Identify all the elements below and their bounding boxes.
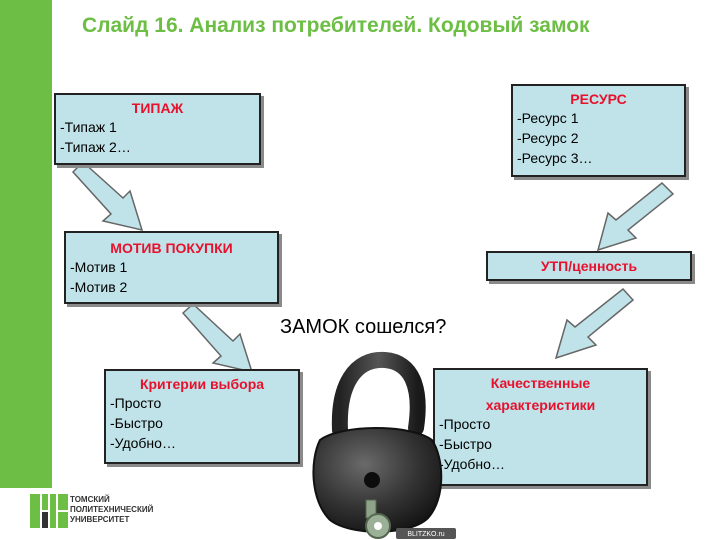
box-tipazh-item: -Типаж 1 xyxy=(60,119,117,135)
box-kachestvo-head-line1: Качественные xyxy=(490,375,591,391)
arrow-tipazh-to-motiv xyxy=(71,160,144,232)
box-kachestvo-head-line2: характеристики xyxy=(485,397,596,413)
box-kriterii-item: -Просто xyxy=(110,395,162,411)
box-resurs-item: -Ресурс 1 xyxy=(517,110,579,126)
box-utp-head: УТП/ценность xyxy=(540,258,638,274)
box-resurs-item: -Ресурс 2 xyxy=(517,130,579,146)
padlock-icon: BLITZKO.ru xyxy=(312,351,456,539)
university-logo-text: ТОМСКИЙ ПОЛИТЕХНИЧЕСКИЙ УНИВЕРСИТЕТ xyxy=(70,495,153,525)
box-tipazh: ТИПАЖ -Типаж 1 -Типаж 2… xyxy=(54,93,261,165)
box-tipazh-head: ТИПАЖ xyxy=(131,100,184,116)
question-text: ЗАМОК сошелся? xyxy=(280,316,447,338)
slide-title: Слайд 16. Анализ потребителей. Кодовый з… xyxy=(82,14,590,37)
watermark-text: BLITZKO.ru xyxy=(407,531,444,538)
box-kriterii-item: -Быстро xyxy=(110,415,163,431)
box-utp: УТП/ценность xyxy=(486,251,692,281)
logo-line: УНИВЕРСИТЕТ xyxy=(70,515,130,524)
box-kachestvo: Качественные характеристики -Просто -Быс… xyxy=(433,368,648,486)
logo-line: ТОМСКИЙ xyxy=(70,495,110,504)
green-side-bar xyxy=(0,0,52,488)
university-logo-icon xyxy=(30,494,68,528)
box-motiv-head: МОТИВ ПОКУПКИ xyxy=(110,240,233,256)
box-kriterii-head: Критерии выбора xyxy=(139,376,265,392)
arrow-utp-to-kachestvo xyxy=(554,287,635,360)
box-kriterii-item: -Удобно… xyxy=(110,435,176,451)
box-motiv-item: -Мотив 2 xyxy=(70,279,128,295)
box-resurs-head: РЕСУРС xyxy=(570,91,627,107)
box-resurs-item: -Ресурс 3… xyxy=(517,150,593,166)
box-resurs: РЕСУРС -Ресурс 1 -Ресурс 2 -Ресурс 3… xyxy=(511,84,686,177)
box-tipazh-item: -Типаж 2… xyxy=(60,139,131,155)
logo-line: ПОЛИТЕХНИЧЕСКИЙ xyxy=(70,505,154,514)
box-motiv: МОТИВ ПОКУПКИ -Мотив 1 -Мотив 2 xyxy=(64,231,279,304)
box-kriterii: Критерии выбора -Просто -Быстро -Удобно… xyxy=(104,369,300,464)
box-kachestvo-item: -Просто xyxy=(439,416,491,432)
box-kachestvo-item: -Удобно… xyxy=(439,456,505,472)
arrow-resurs-to-utp xyxy=(596,181,675,252)
box-kachestvo-item: -Быстро xyxy=(439,436,492,452)
arrow-motiv-to-kriterii xyxy=(181,302,254,374)
box-motiv-item: -Мотив 1 xyxy=(70,259,128,275)
